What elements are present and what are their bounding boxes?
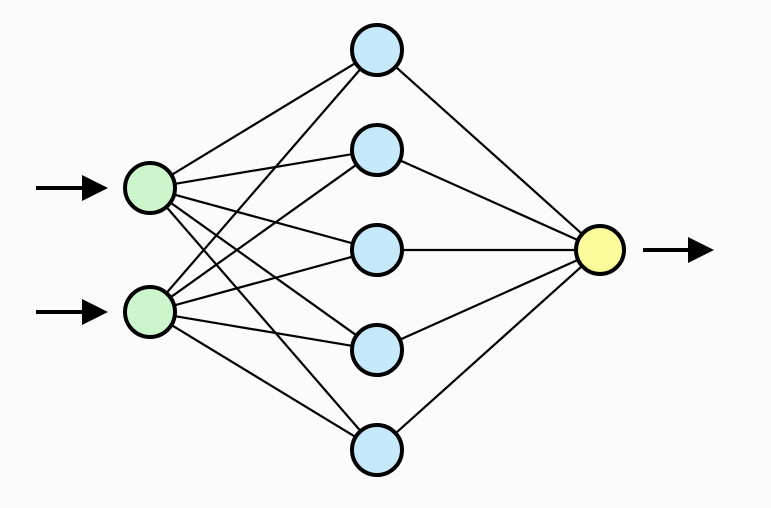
input-arrow-1-head <box>82 175 108 201</box>
input-arrow-2-head <box>82 299 108 325</box>
edge-in-1-to-hid-3 <box>172 193 355 245</box>
edge-in-2-to-hid-3 <box>172 255 355 307</box>
node-hidden-2[interactable] <box>350 123 404 177</box>
edge-in-2-to-hid-4 <box>173 314 354 348</box>
edge-in-1-to-hid-4 <box>168 201 359 337</box>
edge-hid-5-to-out-1 <box>394 264 584 435</box>
edge-in-2-to-hid-5 <box>169 323 358 439</box>
node-hidden-5[interactable] <box>350 423 404 477</box>
nodes-group <box>123 23 626 477</box>
node-output-1[interactable] <box>574 224 626 276</box>
edge-in-2-to-hid-1 <box>164 67 363 295</box>
edge-in-1-to-hid-1 <box>169 61 358 177</box>
node-hidden-4[interactable] <box>350 323 404 377</box>
node-hidden-1[interactable] <box>350 23 404 77</box>
node-input-2[interactable] <box>123 285 177 339</box>
edge-in-2-to-hid-2 <box>168 163 359 299</box>
node-hidden-3[interactable] <box>350 223 404 277</box>
edge-hid-4-to-out-1 <box>398 258 580 342</box>
edges-group <box>164 61 584 439</box>
edge-in-1-to-hid-2 <box>173 152 354 186</box>
edge-hid-2-to-out-1 <box>398 158 580 242</box>
edge-hid-1-to-out-1 <box>394 65 584 236</box>
node-input-1[interactable] <box>123 161 177 215</box>
edge-in-1-to-hid-5 <box>164 205 363 433</box>
io-arrows-group <box>36 175 714 325</box>
output-arrow-1-head <box>688 237 714 263</box>
